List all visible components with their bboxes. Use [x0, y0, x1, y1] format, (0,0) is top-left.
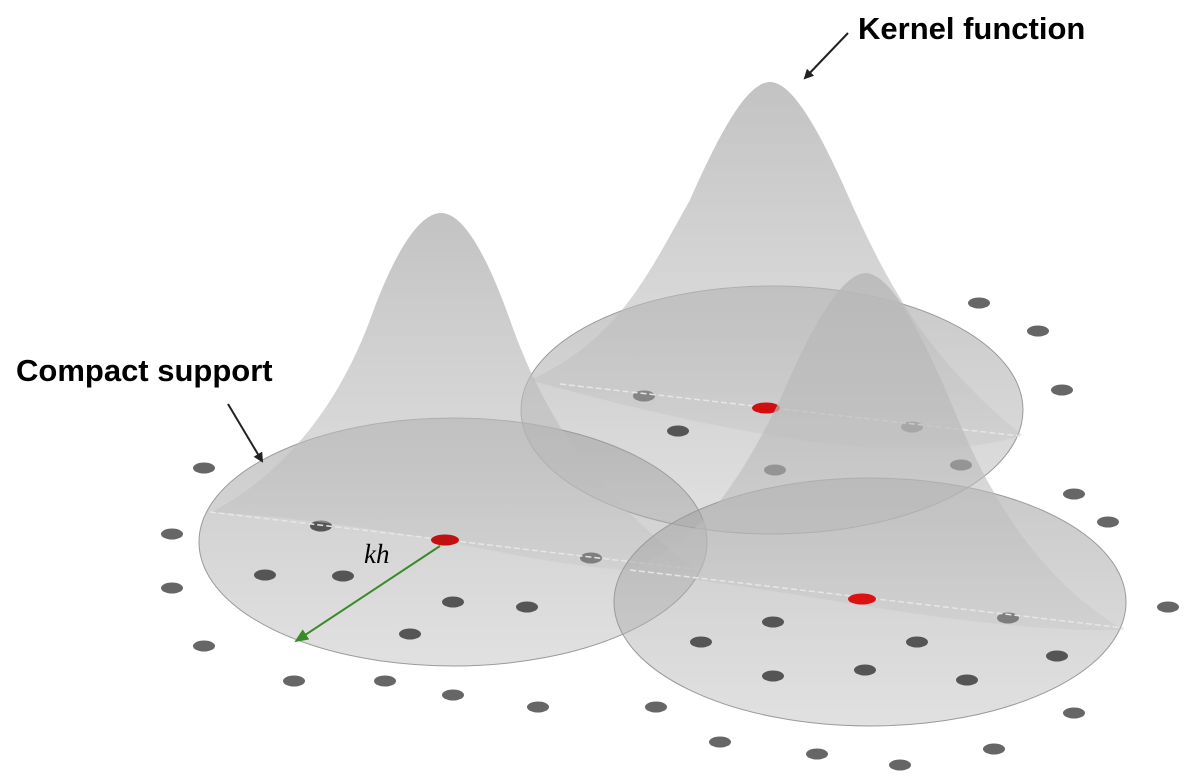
particle	[1046, 650, 1068, 662]
particle	[193, 462, 215, 474]
particle	[983, 743, 1005, 755]
compact-support-label: Compact support	[16, 353, 273, 388]
axis-line	[559, 383, 1021, 437]
particle	[968, 297, 990, 309]
particle	[161, 528, 183, 540]
outer-particles	[161, 297, 1179, 771]
kernel-surface	[628, 273, 1124, 631]
particle	[762, 616, 784, 628]
particle	[1051, 384, 1073, 396]
particle	[956, 674, 978, 686]
particle	[906, 636, 928, 648]
particle	[254, 569, 276, 581]
particle	[762, 670, 784, 682]
bottom-right-kernel	[613, 273, 1127, 727]
particle	[193, 640, 215, 652]
radius-arrow	[294, 545, 441, 643]
particle	[310, 520, 332, 532]
center-particle	[752, 402, 780, 414]
particle	[1063, 707, 1085, 719]
kernel-function-arrow	[803, 32, 849, 80]
particle	[806, 748, 828, 760]
particle	[374, 675, 396, 687]
particle	[399, 628, 421, 640]
particle	[161, 582, 183, 594]
particle	[1063, 488, 1085, 500]
particle	[1097, 516, 1119, 528]
compact-support-arrow	[227, 403, 264, 463]
particle	[1027, 325, 1049, 337]
particle	[1157, 601, 1179, 613]
left-kernel: kh	[198, 213, 708, 667]
particle	[667, 425, 689, 437]
particle	[709, 736, 731, 748]
particle	[527, 701, 549, 713]
particle	[516, 601, 538, 613]
kernel-function-label: Kernel function	[858, 11, 1085, 46]
axis-line	[629, 569, 1125, 629]
particle	[854, 664, 876, 676]
particle	[645, 701, 667, 713]
center-particle	[431, 534, 459, 546]
radius-label: kh	[364, 539, 389, 569]
particle	[442, 596, 464, 608]
center-particle	[848, 593, 876, 605]
particle	[442, 689, 464, 701]
particle	[332, 570, 354, 582]
particle	[283, 675, 305, 687]
particle	[690, 636, 712, 648]
particle	[889, 759, 911, 771]
kernel-surface	[530, 82, 1022, 450]
kernel-surface	[212, 213, 700, 573]
